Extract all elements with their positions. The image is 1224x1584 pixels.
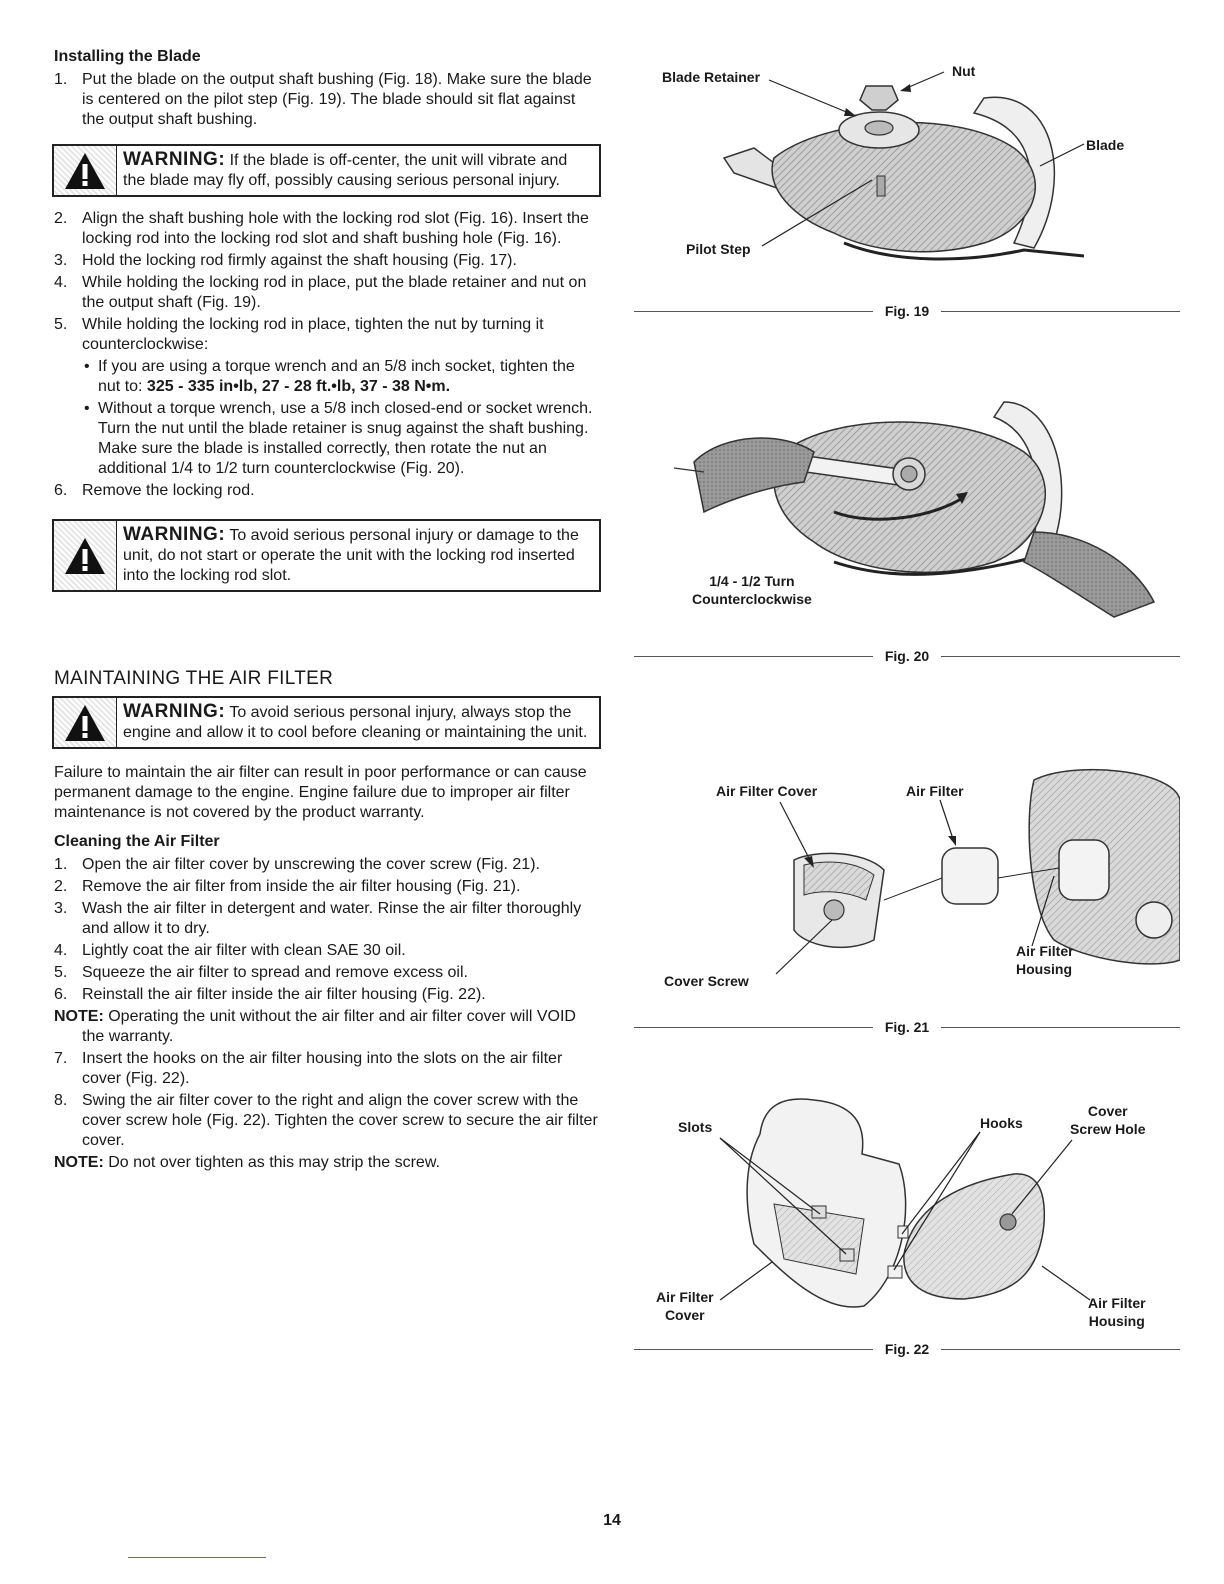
air-filter-intro: Failure to maintain the air filter can r… <box>54 764 587 821</box>
label-air-filter: Air Filter <box>906 783 964 799</box>
figure-21: Air Filter Cover Air Filter Cover Screw … <box>634 760 1181 1040</box>
air-filter-cover-illustration <box>719 1098 1091 1308</box>
torque-spec: 325 - 335 in•lb, 27 - 28 ft.•lb, 37 - 38… <box>146 378 451 395</box>
warning-icon-cell <box>54 146 117 195</box>
cleaning-steps: 1.Open the air filter cover by unscrewin… <box>54 855 599 1005</box>
label-pilot-step: Pilot Step <box>686 241 751 257</box>
label-air-filter-housing: Air Filter Housing <box>1016 943 1074 977</box>
figure-22: Slots Hooks Cover Screw Hole Air Filter … <box>634 1094 1181 1364</box>
cleaning-steps-b: 7.Insert the hooks on the air filter hou… <box>54 1049 599 1151</box>
fig-21-caption: Fig. 21 <box>634 1017 1181 1037</box>
cleaning-air-filter-heading: Cleaning the Air Filter <box>54 833 220 850</box>
label-air-filter-cover: Air Filter Cover <box>716 783 818 799</box>
list-item: 5.Squeeze the air filter to spread and r… <box>54 964 468 981</box>
fig-22-caption: Fig. 22 <box>634 1339 1181 1359</box>
installing-steps-b: 2.Align the shaft bushing hole with the … <box>54 209 599 501</box>
list-item: Without a torque wrench, use a 5/8 inch … <box>82 399 599 479</box>
warning-triangle-icon <box>65 537 105 574</box>
label-air-filter-cover: Air Filter Cover <box>656 1289 714 1323</box>
warning-box-locking-rod: WARNING: To avoid serious personal injur… <box>52 519 601 592</box>
warning-title: WARNING: <box>123 701 226 722</box>
label-slots: Slots <box>678 1119 713 1135</box>
note-over-tighten: NOTE: Do not over tighten as this may st… <box>54 1154 440 1171</box>
warning-box-air-filter: WARNING: To avoid serious personal injur… <box>52 696 601 749</box>
label-nut: Nut <box>952 63 976 79</box>
label-blade-retainer: Blade Retainer <box>662 69 761 85</box>
list-item: 6.Remove the locking rod. <box>54 482 255 499</box>
warning-triangle-icon <box>65 704 105 741</box>
list-item: 2.Remove the air filter from inside the … <box>54 878 521 895</box>
figure-20: 1/4 - 1/2 Turn Counterclockwise Fig. 20 <box>634 392 1181 672</box>
list-item: 4.Lightly coat the air filter with clean… <box>54 942 406 959</box>
warning-title: WARNING: <box>123 149 226 170</box>
note-void-warranty: NOTE: Operating the unit without the air… <box>54 1008 576 1045</box>
list-item: 6.Reinstall the air filter inside the ai… <box>54 986 486 1003</box>
warning-title: WARNING: <box>123 524 226 545</box>
list-item: 4.While holding the locking rod in place… <box>54 274 587 311</box>
torque-bullets: If you are using a torque wrench and an … <box>82 357 599 479</box>
label-hooks: Hooks <box>980 1115 1023 1131</box>
fig-20-caption: Fig. 20 <box>634 646 1181 666</box>
warning-triangle-icon <box>65 152 105 189</box>
warning-box-blade-off-center: WARNING: If the blade is off-center, the… <box>52 144 601 197</box>
label-cover-screw-hole: Cover Screw Hole <box>1070 1103 1146 1137</box>
list-item: 1.Put the blade on the output shaft bush… <box>54 71 592 128</box>
warning-icon-cell <box>54 521 117 590</box>
air-filter-illustration <box>775 768 1180 975</box>
fig-19-caption: Fig. 19 <box>634 301 1181 321</box>
list-item: 3.Wash the air filter in detergent and w… <box>54 900 582 937</box>
list-item: 7.Insert the hooks on the air filter hou… <box>54 1050 563 1087</box>
warning-text: If the blade is off-center, the unit wil… <box>123 152 568 189</box>
list-item: 2.Align the shaft bushing hole with the … <box>54 210 589 247</box>
wrench-illustration <box>673 401 1156 618</box>
page-number: 14 <box>603 1512 621 1529</box>
footer-link-line <box>128 1557 266 1558</box>
list-item: 3.Hold the locking rod firmly against th… <box>54 252 517 269</box>
installing-steps-a: 1.Put the blade on the output shaft bush… <box>54 70 599 130</box>
figure-19: Blade Retainer Nut Blade Pilot Step Fig.… <box>634 58 1181 330</box>
label-blade: Blade <box>1086 137 1125 153</box>
installing-blade-heading: Installing the Blade <box>54 48 201 65</box>
label-air-filter-housing: Air Filter Housing <box>1088 1295 1146 1329</box>
warning-text: To avoid serious personal injury, always… <box>123 704 588 741</box>
air-filter-heading: MAINTAINING THE AIR FILTER <box>54 668 334 689</box>
list-item: 8.Swing the air filter cover to the righ… <box>54 1092 598 1149</box>
list-item: 5.While holding the locking rod in place… <box>54 315 599 479</box>
list-item: 1.Open the air filter cover by unscrewin… <box>54 856 540 873</box>
warning-text: To avoid serious personal injury or dama… <box>123 527 579 584</box>
list-item: If you are using a torque wrench and an … <box>82 357 599 397</box>
blade-illustration <box>722 71 1085 261</box>
label-turn-amount: 1/4 - 1/2 Turn Counterclockwise <box>692 573 812 607</box>
warning-icon-cell <box>54 698 117 747</box>
label-cover-screw: Cover Screw <box>664 973 749 989</box>
left-column: Installing the Blade 1.Put the blade on … <box>52 48 601 1175</box>
